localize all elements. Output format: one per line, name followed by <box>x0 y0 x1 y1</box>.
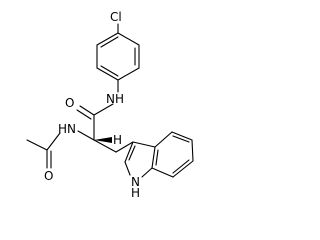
bond-c6-c7-inner <box>172 159 190 174</box>
bond-c2-c3-inner <box>128 145 136 161</box>
atom-label-acetyl-o: O <box>44 169 53 183</box>
chlorophenyl-ring <box>96 23 140 81</box>
bond-carbonyl-o-2 <box>76 109 92 120</box>
atom-label-stereo-h: H <box>113 133 122 147</box>
bond-c3a-c7a <box>151 146 156 169</box>
bond-ring-3 <box>117 67 140 81</box>
molecule-drawing: Cl NH O HN H O N H <box>26 10 194 200</box>
bond-ring-6-inner <box>100 36 119 48</box>
acetyl-group <box>26 132 61 169</box>
bond-c3-c3a <box>132 141 156 148</box>
bond-ring-4 <box>96 67 119 81</box>
bond-c7-c7a <box>151 167 174 178</box>
bond-c5-c6 <box>191 139 194 162</box>
bond-carbonyl-o-1 <box>79 105 95 116</box>
bond-ring-4-inner <box>100 65 119 77</box>
bond-c2-c3 <box>124 141 134 163</box>
bond-ring-6 <box>96 32 119 46</box>
bond-n-c2 <box>124 161 131 176</box>
bond-nh-carbonyl <box>93 103 114 116</box>
atom-label-amide-hn: HN <box>58 122 76 136</box>
bond-alpha-ch2 <box>93 139 117 153</box>
bond-c3a-c4 <box>154 131 173 148</box>
bond-c6-c7 <box>172 160 194 178</box>
bond-nh-acetyl <box>46 132 61 151</box>
indole-ring <box>124 131 194 178</box>
atom-label-indole-h: H <box>131 186 140 200</box>
bond-c4-c5 <box>171 131 193 141</box>
bond-ch2-indole <box>115 141 134 153</box>
bond-c4-c5-inner <box>172 135 190 143</box>
bond-acetyl-methyl <box>26 139 48 151</box>
bond-c3a-c7a-inner <box>155 149 159 166</box>
atom-label-indole-n: N <box>131 175 140 189</box>
bond-alpha-nh <box>77 130 95 141</box>
bond-ring-1 <box>117 32 140 46</box>
atom-label-carbonyl-o: O <box>65 96 74 110</box>
atom-label-cl: Cl <box>110 10 122 24</box>
bond-c7a-n <box>141 167 153 178</box>
stereo-wedge-h <box>94 137 112 143</box>
structure-canvas: Cl NH O HN H O N H <box>26 10 194 200</box>
atom-label-anilide-nh: NH <box>106 92 124 106</box>
amide-backbone <box>76 103 117 153</box>
